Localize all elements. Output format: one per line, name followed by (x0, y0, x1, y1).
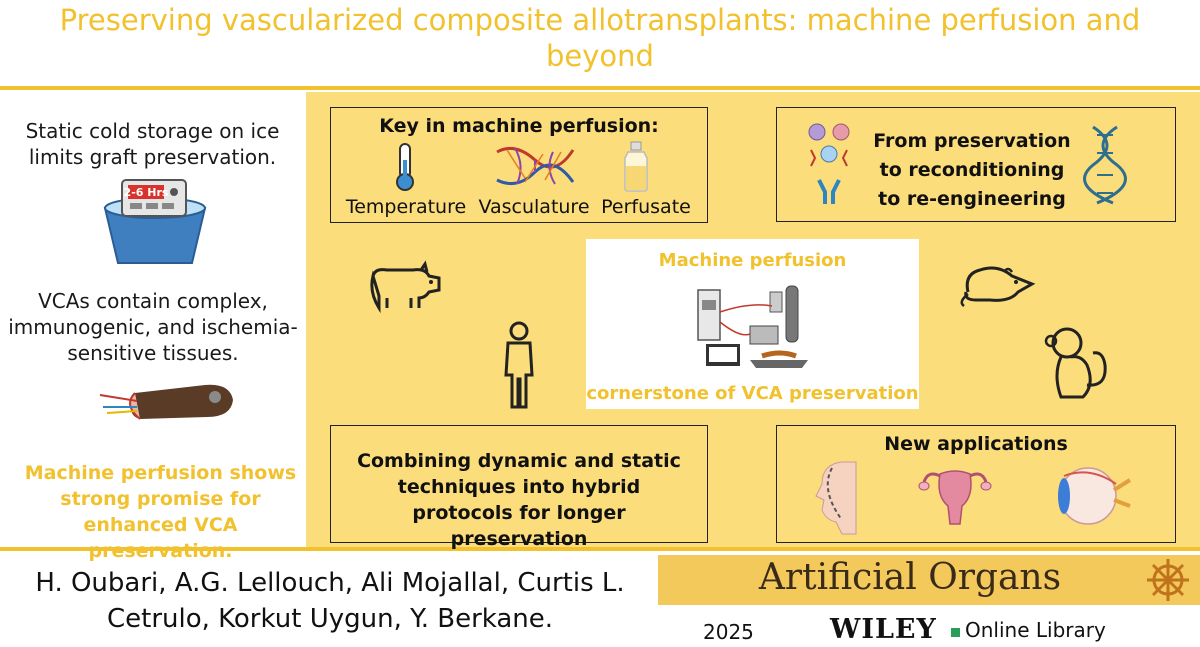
center-subheading: cornerstone of VCA preservation (586, 383, 919, 404)
key-item-perfusate: Perfusate (601, 196, 691, 218)
journal-name: Artificial Organs (758, 557, 1062, 598)
journal-logo-icon (1147, 559, 1189, 601)
vasculature-icon (496, 146, 575, 186)
static-storage-text: Static cold storage on ice limits graft … (25, 119, 280, 169)
thermometer-icon (396, 143, 414, 191)
page-title: Preserving vascularized composite allotr… (59, 3, 1141, 73)
limb-graft-icon (99, 384, 233, 420)
journal-band (658, 555, 1200, 605)
key-perfusion-box (330, 107, 708, 223)
recondition-line-1: From preservation (873, 130, 1071, 152)
dna-icon (1083, 125, 1127, 205)
publisher-name: WILEY (830, 614, 937, 645)
recondition-line-3: to re-engineering (878, 188, 1066, 210)
center-heading: Machine perfusion (658, 250, 847, 271)
recondition-box (776, 107, 1176, 222)
online-library-text: Online Library (965, 618, 1106, 642)
left-panel (0, 92, 306, 547)
eye-icon (1058, 467, 1132, 525)
bottom-divider (0, 547, 1200, 551)
monkey-icon (1044, 327, 1107, 399)
wiley-square-icon (951, 628, 960, 637)
face-icon (815, 461, 857, 535)
promise-text: Machine perfusion shows strong promise f… (24, 462, 297, 562)
applications-title: New applications (884, 433, 1068, 455)
ice-bucket-icon: 2-6 Hrs (103, 179, 207, 264)
perfusion-device-icon (697, 285, 808, 368)
applications-box (776, 425, 1176, 543)
pig-icon (370, 260, 441, 314)
rat-icon (960, 266, 1036, 308)
hybrid-box (330, 425, 708, 543)
hybrid-text: Combining dynamic and static techniques … (357, 450, 681, 550)
key-item-temperature: Temperature (345, 196, 467, 218)
key-box-title: Key in machine perfusion: (379, 115, 659, 137)
human-icon (504, 321, 534, 409)
publication-year: 2025 (703, 620, 754, 644)
key-item-vasculature: Vasculature (478, 196, 590, 218)
uterus-icon (918, 470, 992, 525)
top-divider (0, 86, 1200, 90)
cells-antibody-icon (808, 123, 850, 204)
machine-perfusion-card (586, 239, 919, 409)
recondition-line-2: to reconditioning (879, 159, 1065, 181)
vca-tissue-text: VCAs contain complex, immunogenic, and i… (8, 289, 298, 365)
perfusate-bottle-icon (624, 141, 648, 192)
timer-label: 2-6 Hrs (124, 186, 169, 199)
authors-text: H. Oubari, A.G. Lellouch, Ali Mojallal, … (35, 568, 625, 634)
